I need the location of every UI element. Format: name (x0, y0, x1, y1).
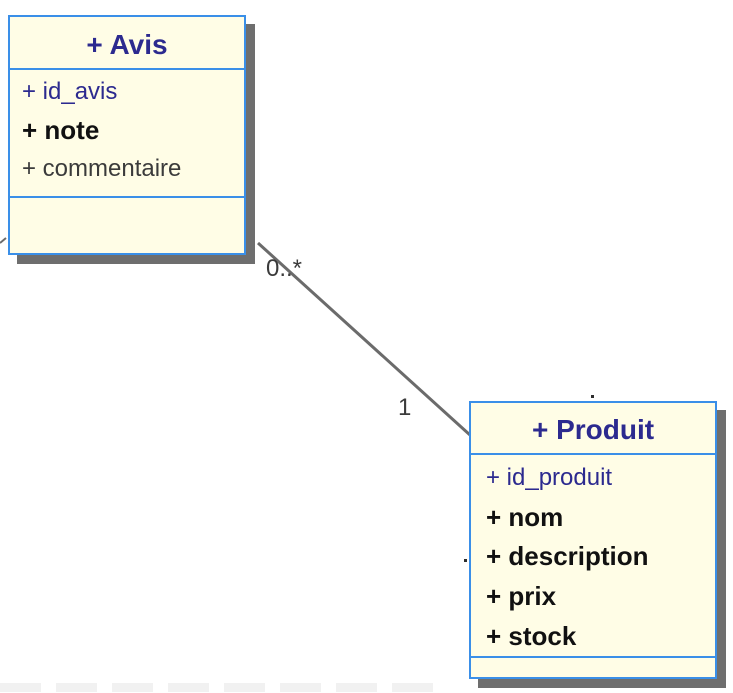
attribute-stock: + stock (486, 621, 577, 651)
avis-multiplicity-label: 0..* (266, 255, 303, 282)
attribute-id-produit: + id_produit (486, 464, 613, 491)
attribute-note: + note (22, 115, 100, 145)
tiny-marker (591, 395, 594, 398)
bottom-dash (224, 683, 265, 692)
class-avis-attributes: + id_avis + note + commentaire (10, 70, 244, 198)
attribute-commentaire: + commentaire (22, 155, 182, 182)
class-produit-attributes: + id_produit + nom + description + prix … (471, 455, 715, 658)
avis-produit-association (256, 241, 472, 437)
produit-multiplicity-label: 1 (398, 394, 412, 421)
class-produit-title: + Produit (471, 403, 715, 455)
class-avis-title: + Avis (10, 17, 244, 70)
attribute-id-avis: + id_avis (22, 78, 118, 105)
bottom-dash (112, 683, 153, 692)
bottom-dash (336, 683, 377, 692)
left-edge-stub (0, 237, 7, 244)
tiny-marker (464, 559, 467, 562)
bottom-dash (0, 683, 41, 692)
bottom-dash (280, 683, 321, 692)
bottom-dash (392, 683, 433, 692)
class-produit-operations (471, 658, 715, 677)
bottom-dash (56, 683, 97, 692)
attribute-prix: + prix (486, 581, 557, 611)
class-avis[interactable]: + Avis + id_avis + note + commentaire (8, 15, 246, 255)
class-avis-operations (10, 198, 244, 251)
class-produit[interactable]: + Produit + id_produit + nom + descripti… (469, 401, 717, 679)
attribute-description: + description (486, 541, 649, 571)
bottom-dash (168, 683, 209, 692)
attribute-nom: + nom (486, 502, 564, 532)
